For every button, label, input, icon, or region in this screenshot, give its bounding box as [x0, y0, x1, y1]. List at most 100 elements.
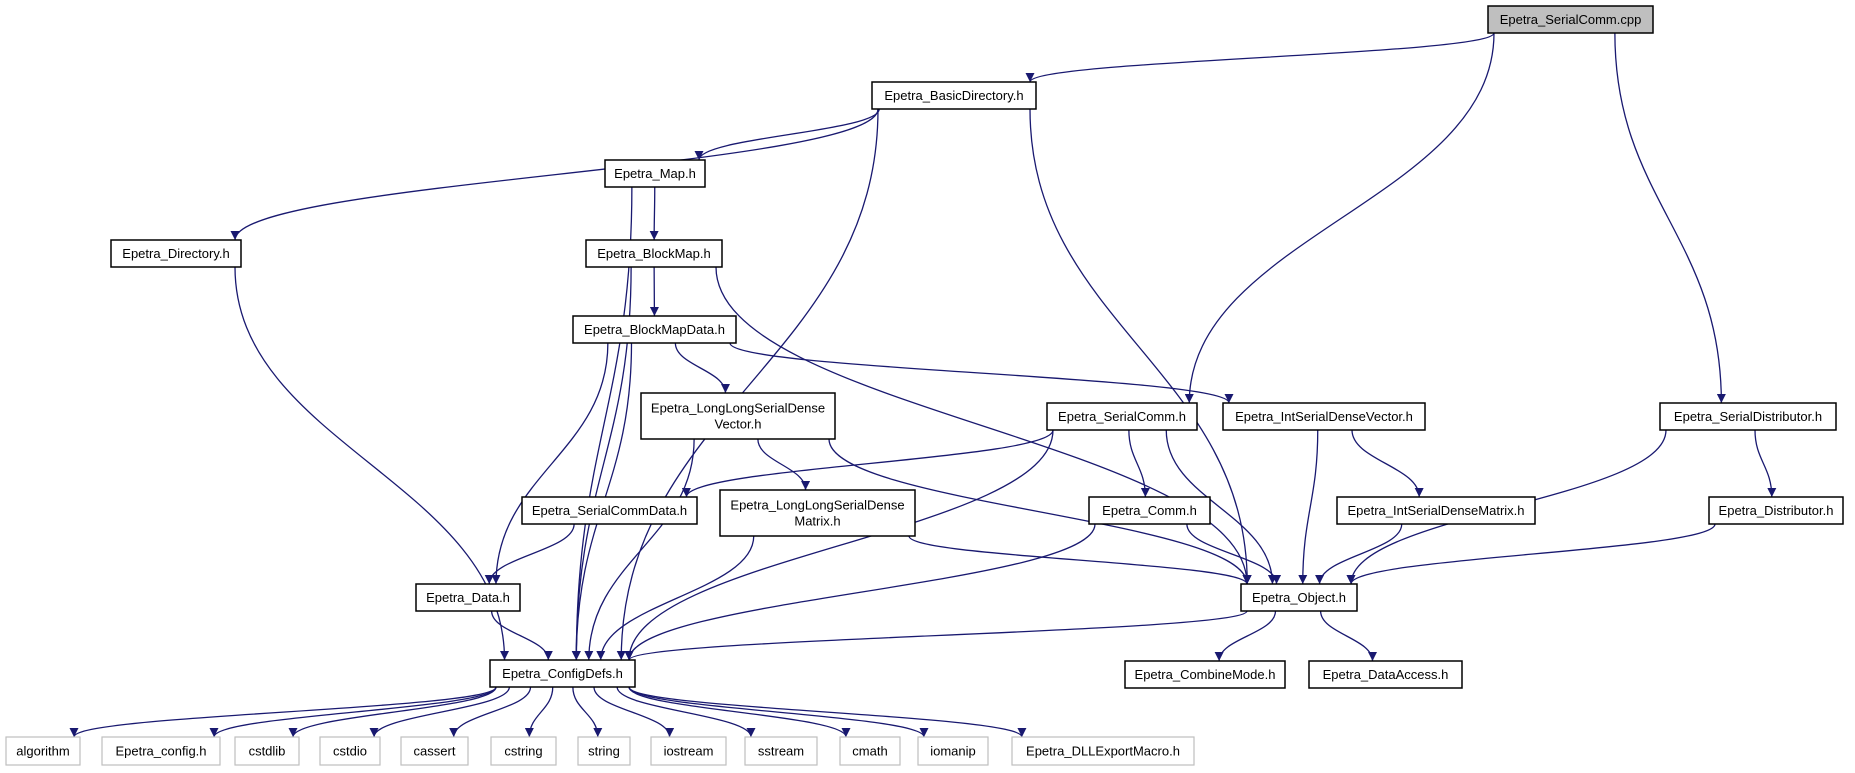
- node-box: [871, 81, 1037, 110]
- edge-configdefs-to-algorithm: [69, 686, 497, 738]
- node-box: [319, 736, 381, 766]
- edge-intsdv-to-intsdm: [1351, 429, 1424, 498]
- node-string: string: [577, 736, 631, 766]
- edge-configdefs-to-sstream: [616, 686, 756, 738]
- node-box: [1659, 402, 1837, 431]
- node-label: Epetra_BlockMapData.h: [584, 322, 725, 337]
- edge-configdefs-to-string: [572, 686, 603, 738]
- node-box: [719, 489, 916, 537]
- edge-serialcommdata-to-data: [484, 523, 575, 585]
- node-configdefs[interactable]: Epetra_ConfigDefs.h: [489, 659, 636, 688]
- node-label: Epetra_IntSerialDenseVector.h: [1235, 409, 1413, 424]
- edge-basicdirectory-to-configdefs: [616, 108, 879, 661]
- edge-distributor-to-object: [1346, 523, 1716, 585]
- node-box: [604, 159, 706, 188]
- node-blockmap[interactable]: Epetra_BlockMap.h: [585, 239, 723, 268]
- node-box: [650, 736, 727, 766]
- edge-blockmap-to-object: [715, 266, 1252, 585]
- edge-llsdm-to-object: [908, 535, 1252, 585]
- node-comm[interactable]: Epetra_Comm.h: [1088, 496, 1211, 525]
- edge-intsdm-to-object: [1315, 523, 1403, 585]
- node-box: [917, 736, 989, 766]
- node-box: [1046, 402, 1198, 431]
- edge-serialcomm_cpp-to-serialcomm_h: [1184, 32, 1495, 404]
- node-serialdistributor[interactable]: Epetra_SerialDistributor.h: [1659, 402, 1837, 431]
- node-box: [640, 392, 836, 440]
- edge-serialcomm_h-to-serialcommdata: [681, 429, 1054, 498]
- node-iostream: iostream: [650, 736, 727, 766]
- node-label: Epetra_Data.h: [426, 590, 510, 605]
- node-box: [1308, 660, 1463, 689]
- edge-intsdv-to-object: [1298, 429, 1319, 585]
- node-label: Epetra_Map.h: [614, 166, 696, 181]
- edge-comm-to-object: [1186, 523, 1282, 585]
- node-serialcommdata[interactable]: Epetra_SerialCommData.h: [521, 496, 698, 525]
- node-box: [489, 659, 636, 688]
- node-label: Epetra_BasicDirectory.h: [884, 88, 1023, 103]
- edge-map-to-blockmap: [649, 186, 659, 241]
- node-label: Vector.h: [715, 417, 762, 432]
- node-box: [1487, 5, 1654, 34]
- node-box: [101, 736, 221, 766]
- node-dllexport: Epetra_DLLExportMacro.h: [1011, 736, 1195, 766]
- node-label: Epetra_SerialDistributor.h: [1674, 409, 1822, 424]
- edge-basicdirectory-to-map: [694, 108, 880, 161]
- edge-data-to-configdefs: [490, 610, 553, 661]
- edge-object-to-dataaccess: [1319, 610, 1378, 662]
- node-label: iomanip: [930, 744, 976, 759]
- edge-configdefs-to-iomanip: [628, 686, 929, 738]
- node-label: Epetra_DataAccess.h: [1323, 667, 1449, 682]
- node-label: Epetra_Object.h: [1252, 590, 1346, 605]
- node-iomanip: iomanip: [917, 736, 989, 766]
- edge-configdefs-to-cstdlib: [288, 686, 497, 738]
- node-epetra_config: Epetra_config.h: [101, 736, 221, 766]
- node-map[interactable]: Epetra_Map.h: [604, 159, 706, 188]
- node-label: cmath: [852, 744, 887, 759]
- node-data[interactable]: Epetra_Data.h: [415, 583, 521, 612]
- node-serialcomm_cpp[interactable]: Epetra_SerialComm.cpp: [1487, 5, 1654, 34]
- node-blockmapdata[interactable]: Epetra_BlockMapData.h: [572, 315, 737, 344]
- node-cassert: cassert: [400, 736, 469, 766]
- edge-comm-to-configdefs: [624, 523, 1096, 661]
- node-box: [839, 736, 901, 766]
- node-box: [490, 736, 557, 766]
- node-box: [577, 736, 631, 766]
- node-algorithm: algorithm: [5, 736, 81, 766]
- node-label: Epetra_SerialCommData.h: [532, 503, 687, 518]
- node-box: [415, 583, 521, 612]
- node-directory[interactable]: Epetra_Directory.h: [110, 239, 242, 268]
- edge-object-to-configdefs: [624, 610, 1248, 661]
- node-label: Epetra_Directory.h: [122, 246, 229, 261]
- node-serialcomm_h[interactable]: Epetra_SerialComm.h: [1046, 402, 1198, 431]
- node-intsdv[interactable]: Epetra_IntSerialDenseVector.h: [1222, 402, 1426, 431]
- edge-configdefs-to-epetra_config: [209, 686, 497, 738]
- node-box: [5, 736, 81, 766]
- edge-llsdv-to-configdefs: [584, 438, 695, 661]
- node-cstdlib: cstdlib: [234, 736, 300, 766]
- edge-llsdv-to-llsdm: [757, 438, 811, 491]
- edge-configdefs-to-cassert: [449, 686, 532, 738]
- edge-blockmapdata-to-llsdv: [674, 342, 730, 394]
- node-box: [110, 239, 242, 268]
- node-label: Epetra_SerialComm.h: [1058, 409, 1186, 424]
- node-box: [572, 315, 737, 344]
- node-label: Epetra_IntSerialDenseMatrix.h: [1347, 503, 1524, 518]
- edge-blockmapdata-to-intsdv: [729, 342, 1234, 404]
- node-box: [400, 736, 469, 766]
- node-combinemode[interactable]: Epetra_CombineMode.h: [1124, 660, 1286, 689]
- node-intsdm[interactable]: Epetra_IntSerialDenseMatrix.h: [1336, 496, 1536, 525]
- node-label: algorithm: [16, 744, 69, 759]
- node-label: Epetra_ConfigDefs.h: [502, 666, 623, 681]
- node-basicdirectory[interactable]: Epetra_BasicDirectory.h: [871, 81, 1037, 110]
- node-label: Epetra_DLLExportMacro.h: [1026, 744, 1180, 759]
- node-label: cstdlib: [249, 744, 286, 759]
- node-label: sstream: [758, 744, 804, 759]
- node-dataaccess[interactable]: Epetra_DataAccess.h: [1308, 660, 1463, 689]
- node-distributor[interactable]: Epetra_Distributor.h: [1708, 496, 1844, 525]
- node-box: [234, 736, 300, 766]
- node-object[interactable]: Epetra_Object.h: [1240, 583, 1358, 612]
- edge-serialcomm_h-to-comm: [1128, 429, 1150, 498]
